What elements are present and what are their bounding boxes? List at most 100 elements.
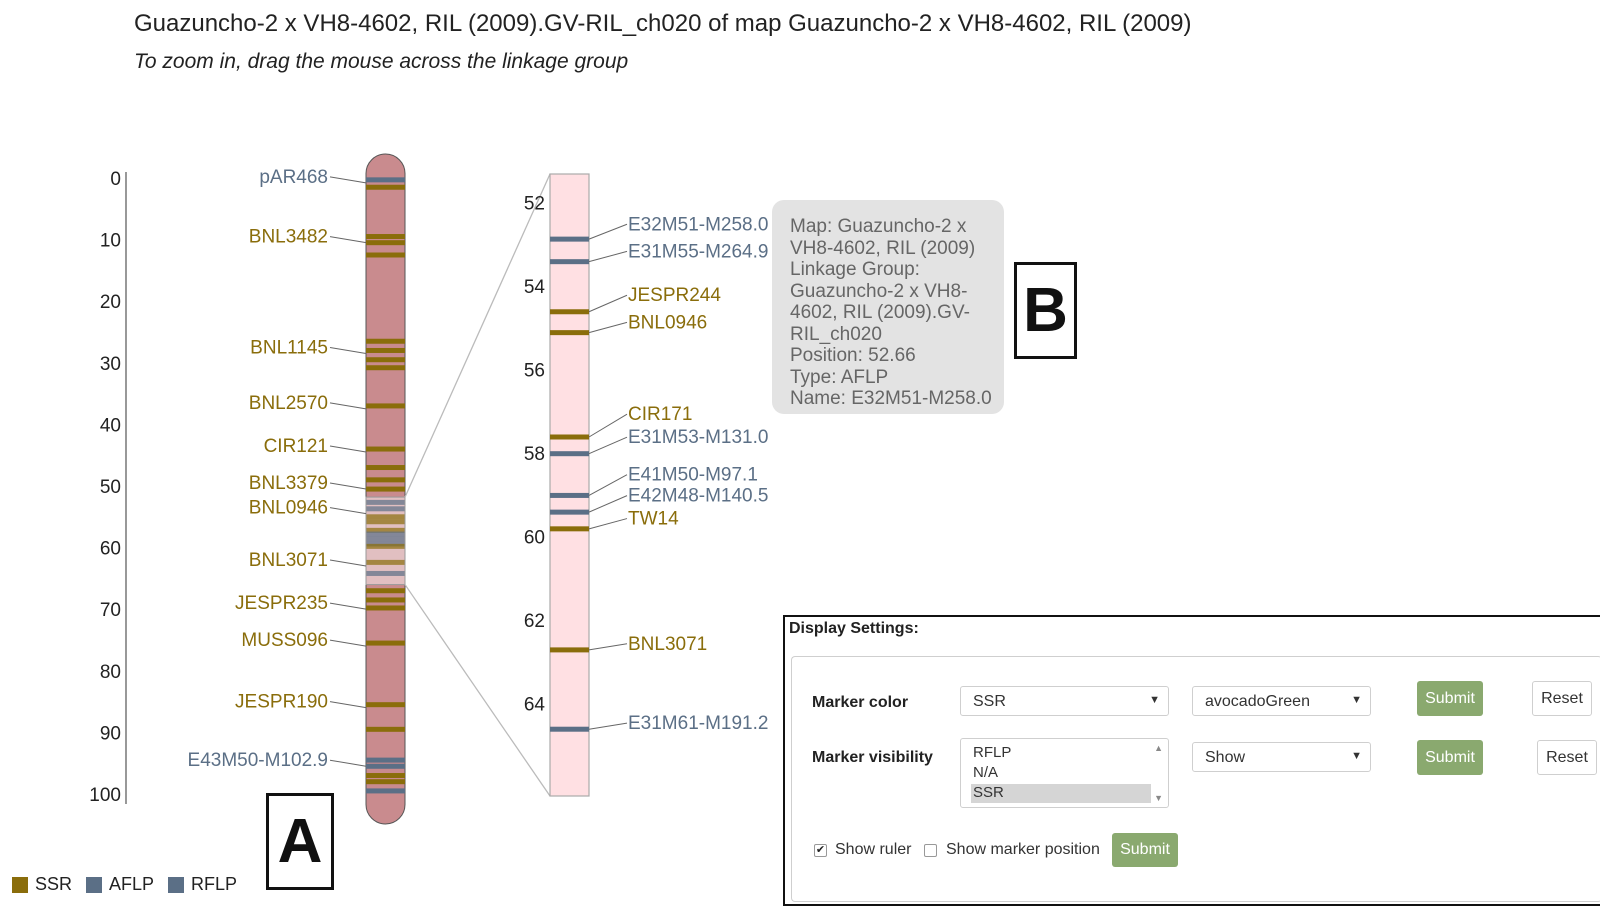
overview-marker-label: BNL3482 — [249, 227, 328, 248]
overview-marker-label: BNL3379 — [249, 473, 328, 494]
overview-marker-label: JESPR190 — [235, 692, 328, 713]
marker-leader-line — [329, 402, 367, 410]
marker-color-submit-button[interactable]: Submit — [1417, 681, 1483, 716]
show-marker-position-checkbox[interactable] — [924, 844, 937, 857]
marker-leader-line — [329, 236, 367, 244]
show-ruler-label: Show ruler — [835, 841, 912, 858]
marker-leader-line — [329, 559, 367, 567]
tooltip-line: VH8-4602, RIL (2009) — [790, 237, 976, 259]
display-settings-submit-button[interactable]: Submit — [1112, 833, 1178, 867]
show-marker-position-label: Show marker position — [946, 841, 1100, 858]
marker-band — [366, 597, 405, 603]
annotation-label-a: A — [266, 793, 334, 890]
marker-type-select[interactable]: SSR ▼ — [960, 686, 1169, 716]
marker-band — [366, 605, 405, 611]
overview-marker-label: BNL2570 — [249, 393, 328, 414]
marker-legend: SSR AFLP RFLP — [12, 874, 237, 895]
marker-band — [366, 486, 405, 492]
marker-leader-line — [329, 482, 367, 490]
marker-band — [366, 726, 405, 732]
zoomed-marker-leader-line — [588, 223, 628, 240]
overview-marker-label: pAR468 — [259, 167, 328, 188]
zoomed-marker-label: BNL3071 — [628, 634, 707, 655]
marker-band — [366, 536, 405, 542]
zoomed-marker-label: TW14 — [628, 509, 679, 530]
zoom-connector-bottom — [404, 584, 551, 797]
marker-visibility-submit-button[interactable]: Submit — [1417, 740, 1483, 775]
zoomed-marker-band — [550, 492, 589, 498]
scroll-down-icon[interactable]: ▼ — [1154, 793, 1163, 803]
marker-color-reset-button[interactable]: Reset — [1532, 681, 1592, 716]
chevron-down-icon: ▼ — [1351, 694, 1362, 706]
marker-band — [366, 403, 405, 409]
marker-band — [366, 779, 405, 785]
show-ruler-checkbox[interactable]: ✔ — [814, 844, 827, 857]
marker-visibility-label: Marker visibility — [812, 749, 933, 766]
marker-leader-line — [329, 701, 367, 709]
overview-marker-label: MUSS096 — [241, 630, 328, 651]
ruler-tick-label: 90 — [100, 723, 121, 744]
listbox-option[interactable]: RFLP — [973, 744, 1012, 761]
zoomed-marker-band — [550, 434, 589, 440]
marker-leader-line — [329, 507, 367, 515]
page-title: Guazuncho-2 x VH8-4602, RIL (2009).GV-RI… — [134, 10, 1192, 37]
zoom-ruler-tick-label: 56 — [524, 361, 545, 382]
zoomed-marker-band — [550, 330, 589, 336]
listbox-option[interactable]: N/A — [973, 764, 999, 781]
annotation-label-b: B — [1014, 262, 1077, 359]
marker-color-label: Marker color — [812, 694, 909, 711]
scroll-up-icon[interactable]: ▲ — [1154, 743, 1163, 753]
legend-label-rflp: RFLP — [191, 874, 238, 894]
marker-band — [366, 347, 405, 353]
legend-label-aflp: AFLP — [109, 874, 155, 894]
marker-visibility-listbox[interactable]: RFLP N/A SSR ▲ ▼ — [960, 738, 1169, 808]
marker-band — [366, 527, 405, 533]
ruler-tick-label: 20 — [100, 292, 121, 313]
display-settings-form: Marker color SSR ▼ avocadoGreen ▼ Submit… — [791, 656, 1600, 902]
marker-band — [366, 499, 405, 505]
zoomed-marker-leader-line — [588, 474, 628, 496]
marker-band — [366, 570, 405, 576]
ruler-tick-label: 40 — [100, 415, 121, 436]
zoomed-marker-label: CIR171 — [628, 404, 692, 425]
marker-leader-line — [329, 759, 367, 767]
visibility-value-select-value: Show — [1205, 749, 1246, 766]
zoomed-marker-band — [550, 236, 589, 242]
zoomed-marker-label: E31M53-M131.0 — [628, 427, 768, 448]
tooltip-line: Map: Guazuncho-2 x — [790, 216, 967, 237]
overview-marker-label: BNL1145 — [250, 337, 328, 358]
marker-leader-line — [329, 639, 367, 647]
listbox-option-selected[interactable]: SSR — [971, 784, 1151, 803]
overview-marker-label: BNL0946 — [249, 498, 328, 519]
marker-color-select[interactable]: avocadoGreen ▼ — [1192, 686, 1371, 716]
zoomed-marker-label: E42M48-M140.5 — [628, 486, 768, 507]
zoomed-marker-leader-line — [588, 495, 628, 513]
zoomed-chromosome[interactable]: E32M51-M258.0E31M55-M264.9JESPR244BNL094… — [549, 173, 768, 797]
overview-chromosome[interactable]: pAR468BNL3482BNL1145BNL2570CIR121BNL3379… — [188, 153, 406, 825]
zoomed-marker-label: E31M61-M191.2 — [628, 713, 768, 734]
visibility-value-select[interactable]: Show ▼ — [1192, 742, 1371, 772]
ruler-tick-label: 80 — [100, 662, 121, 683]
marker-band — [366, 763, 405, 769]
marker-color-select-value: avocadoGreen — [1205, 693, 1310, 710]
zoomed-marker-leader-line — [588, 722, 628, 730]
zoom-ruler-tick-label: 58 — [524, 444, 545, 465]
marker-band — [366, 757, 405, 763]
zoomed-marker-leader-line — [588, 250, 628, 263]
tooltip-line: Guazuncho-2 x VH8- — [790, 280, 968, 302]
zoomed-marker-leader-line — [588, 413, 628, 438]
marker-band — [366, 559, 405, 565]
marker-band — [366, 446, 405, 452]
zoomed-marker-band — [550, 526, 589, 532]
marker-visibility-reset-button[interactable]: Reset — [1537, 740, 1597, 775]
marker-band — [366, 477, 405, 483]
legend-swatch-ssr — [12, 876, 28, 893]
marker-band — [366, 465, 405, 471]
marker-band — [366, 702, 405, 708]
zoom-ruler-tick-label: 60 — [524, 528, 545, 549]
overview-marker-label: E43M50-M102.9 — [188, 750, 328, 771]
legend-label-ssr: SSR — [35, 874, 73, 894]
zoomed-marker-leader-line — [588, 436, 628, 455]
